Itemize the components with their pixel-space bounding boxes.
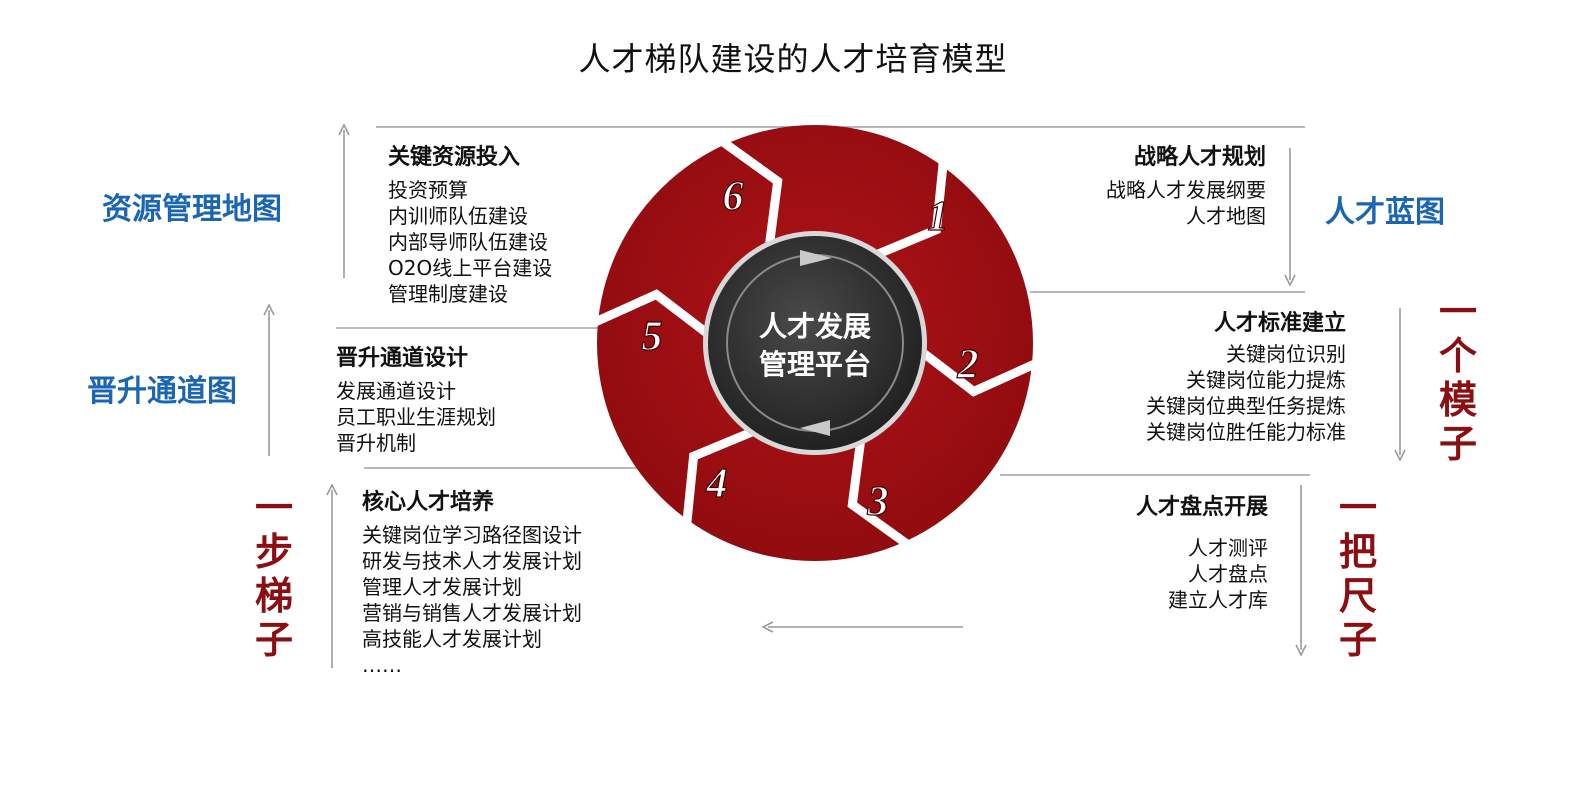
list-item: 关键岗位识别: [1226, 342, 1346, 366]
one-ruler-char: 子: [1338, 618, 1377, 662]
list-item: 高技能人才发展计划: [362, 627, 542, 651]
section-title: 人才盘点开展: [1135, 495, 1268, 520]
section-items: 关键岗位识别 关键岗位能力提炼 关键岗位典型任务提炼 关键岗位胜任能力标准: [1146, 341, 1346, 445]
talent-blueprint-label: 人才蓝图: [1325, 195, 1445, 230]
segment-number-4: 4: [706, 461, 728, 507]
list-item: 营销与销售人才发展计划: [362, 601, 582, 625]
wheel-separator: [717, 136, 783, 246]
page-title: 人才梯队建设的人才培育模型: [578, 40, 1008, 78]
one-ruler-char: 尺: [1338, 574, 1377, 618]
list-item: 关键岗位能力提炼: [1186, 368, 1346, 392]
one-ruler-char: 一: [1338, 486, 1377, 530]
segment-number-6: 6: [723, 174, 744, 220]
one-ruler-label: 一 把 尺 子: [1333, 486, 1383, 662]
segment-number-3: 3: [867, 479, 889, 525]
promotion-map-label: 晋升通道图: [87, 374, 237, 409]
one-ladder-label: 一 步 梯 子: [249, 486, 299, 662]
one-ruler-char: 把: [1338, 530, 1377, 574]
section-key-resources: 关键资源投入 投资预算 内训师队伍建设 内部导师队伍建设 O2O线上平台建设 管…: [388, 139, 552, 307]
segment-number-2: 2: [957, 342, 979, 388]
segment-number-5: 5: [642, 314, 663, 360]
section-title: 战略人才规划: [1133, 145, 1266, 170]
list-item: 研发与技术人才发展计划: [362, 549, 582, 573]
list-item: 内部导师队伍建设: [388, 230, 548, 254]
one-model-char: 子: [1438, 422, 1477, 466]
wheel-separator: [682, 427, 755, 527]
list-item: 晋升机制: [336, 431, 416, 455]
one-ladder-char: 步: [254, 530, 293, 574]
list-item: 战略人才发展纲要: [1106, 178, 1266, 202]
hub-arrow-top: [800, 250, 832, 266]
hub-arrow-bottom: [800, 420, 830, 436]
list-item: 人才地图: [1186, 204, 1266, 228]
hub-label-line2: 管理平台: [759, 348, 871, 381]
section-items: 关键岗位学习路径图设计 研发与技术人才发展计划 管理人才发展计划 营销与销售人才…: [362, 522, 582, 678]
list-item: 关键岗位胜任能力标准: [1146, 420, 1346, 444]
section-talent-review: 人才盘点开展 人才测评 人才盘点 建立人才库: [1136, 489, 1268, 613]
one-ladder-char: 子: [254, 618, 293, 662]
wheel-separator: [847, 440, 913, 550]
one-model-char: 模: [1438, 378, 1477, 422]
one-model-char: 个: [1438, 334, 1477, 378]
section-title: 核心人才培养: [362, 490, 495, 515]
section-promotion-design: 晋升通道设计 发展通道设计 员工职业生涯规划 晋升机制: [336, 340, 496, 456]
section-title: 关键资源投入: [388, 145, 521, 170]
list-item: 人才测评: [1188, 536, 1268, 560]
wheel-separators: [590, 136, 1040, 550]
hub-label-line1: 人才发展: [759, 310, 871, 343]
one-ladder-char: 梯: [254, 574, 293, 618]
list-item: 内训师队伍建设: [388, 204, 528, 228]
section-items: 投资预算 内训师队伍建设 内部导师队伍建设 O2O线上平台建设 管理制度建设: [388, 177, 552, 307]
list-item: 建立人才库: [1168, 588, 1268, 612]
section-title: 人才标准建立: [1213, 311, 1346, 336]
list-item: 关键岗位典型任务提炼: [1146, 394, 1346, 418]
section-items: 人才测评 人才盘点 建立人才库: [1136, 535, 1268, 613]
one-model-label: 一 个 模 子: [1433, 290, 1483, 466]
list-item: 发展通道设计: [336, 379, 456, 403]
list-item: 管理制度建设: [388, 282, 508, 306]
section-strategic-planning: 战略人才规划 战略人才发展纲要 人才地图: [1106, 139, 1266, 229]
list-item: ……: [362, 653, 402, 677]
section-title: 晋升通道设计: [336, 346, 469, 371]
one-model-char: 一: [1438, 290, 1477, 334]
list-item: 投资预算: [388, 178, 468, 202]
list-item: 人才盘点: [1188, 562, 1268, 586]
hub: [708, 236, 922, 450]
list-item: 管理人才发展计划: [362, 575, 522, 599]
section-talent-standards: 人才标准建立 关键岗位识别 关键岗位能力提炼 关键岗位典型任务提炼 关键岗位胜任…: [1146, 305, 1346, 445]
list-item: O2O线上平台建设: [388, 256, 553, 280]
section-items: 发展通道设计 员工职业生涯规划 晋升机制: [336, 378, 496, 456]
wheel-separator: [919, 348, 1040, 397]
section-core-talent-training: 核心人才培养 关键岗位学习路径图设计 研发与技术人才发展计划 管理人才发展计划 …: [362, 484, 582, 678]
list-item: 员工职业生涯规划: [336, 405, 496, 429]
section-items: 战略人才发展纲要 人才地图: [1106, 177, 1266, 229]
wheel-separator: [875, 159, 948, 259]
segment-number-1: 1: [928, 194, 949, 240]
list-item: 关键岗位学习路径图设计: [362, 523, 582, 547]
wheel-separator: [590, 289, 711, 338]
one-ladder-char: 一: [254, 486, 293, 530]
resource-map-label: 资源管理地图: [102, 192, 282, 227]
